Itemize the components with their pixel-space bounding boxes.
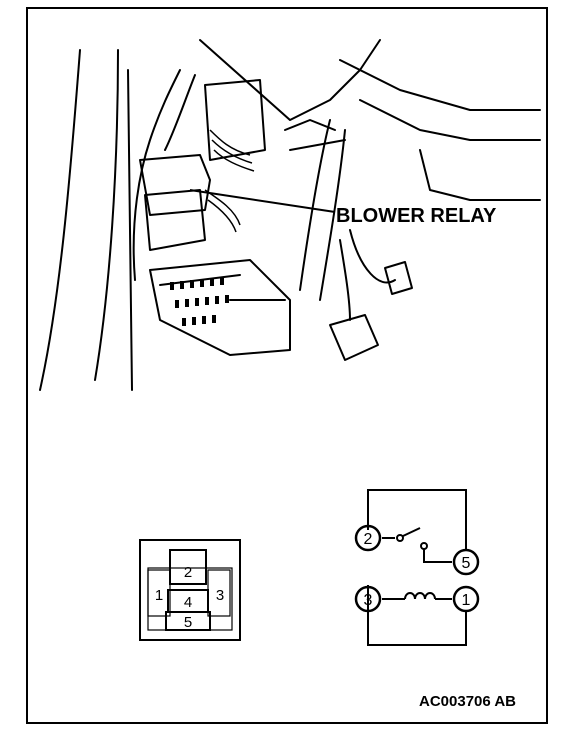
terminal-3-circle: [354, 585, 382, 613]
connector-pin-4: 4: [184, 594, 192, 611]
schematic-terminal-3: 3: [364, 592, 373, 609]
connector-pin-1: 1: [155, 587, 163, 604]
fuse-slots: [170, 277, 229, 326]
blower-relay-label: BLOWER RELAY: [336, 205, 497, 227]
diagram-border: [26, 7, 548, 724]
wire-bundle: [204, 129, 255, 233]
dashboard-illustration: [39, 39, 541, 391]
callout-leader: [189, 189, 336, 213]
relay-schematic: [354, 489, 480, 646]
connector-pin-3: 3: [216, 587, 224, 604]
figure-code: AC003706 AB: [419, 693, 516, 710]
schematic-terminal-2: 2: [364, 531, 373, 548]
terminal-5-circle: [452, 548, 480, 576]
terminal-2-circle: [354, 524, 382, 552]
connector-pin-2: 2: [184, 564, 192, 581]
connector-pin-5: 5: [184, 614, 192, 631]
schematic-terminal-1: 1: [462, 592, 471, 609]
schematic-terminal-5: 5: [462, 555, 471, 572]
terminal-1-circle: [452, 585, 480, 613]
relay-connector-face: [139, 539, 241, 641]
